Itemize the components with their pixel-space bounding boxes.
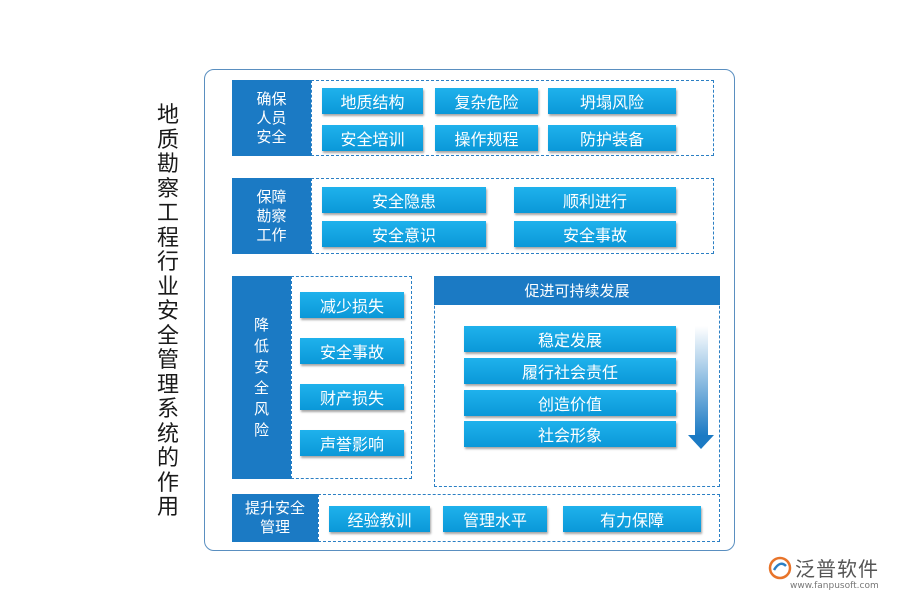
diagram-title: 地质勘察工程行业安全管理系统的作用	[156, 103, 179, 520]
logo-name: 泛普软件	[795, 557, 879, 581]
item-protective-equipment: 防护装备	[548, 125, 676, 151]
item-reputation-impact: 声誉影响	[300, 430, 404, 456]
down-arrow-shaft	[695, 326, 708, 436]
item-management-level: 管理水平	[443, 506, 547, 532]
item-geological-structure: 地质结构	[322, 88, 423, 114]
section3-box	[291, 276, 412, 479]
item-smooth-progress: 顺利进行	[514, 187, 676, 213]
section1-box	[311, 80, 714, 156]
section3-label: 降低安全风险	[232, 276, 291, 479]
logo-url: www.fanpusoft.com	[790, 581, 879, 591]
section1-label: 确保人员安全	[232, 80, 311, 156]
item-reduce-loss: 减少损失	[300, 292, 404, 318]
fanpu-logo-icon	[768, 556, 792, 580]
section2-label: 保障勘察工作	[232, 178, 311, 254]
item-strong-guarantee: 有力保障	[563, 506, 701, 532]
item-operating-procedures: 操作规程	[435, 125, 538, 151]
item-safety-training: 安全培训	[322, 125, 423, 151]
item-create-value: 创造价值	[464, 390, 676, 416]
item-safety-accident-2: 安全事故	[300, 338, 404, 364]
item-complex-danger: 复杂危险	[435, 88, 538, 114]
section2-box	[311, 178, 714, 254]
item-social-image: 社会形象	[464, 421, 676, 447]
section5-label: 提升安全管理	[232, 494, 318, 542]
down-arrow-icon	[688, 435, 714, 449]
brand-logo: 泛普软件 www.fanpusoft.com	[768, 553, 894, 595]
item-lessons-learned: 经验教训	[329, 506, 430, 532]
item-safety-awareness: 安全意识	[322, 221, 486, 247]
item-stable-development: 稳定发展	[464, 326, 676, 352]
item-safety-accident: 安全事故	[514, 221, 676, 247]
item-safety-hazard: 安全隐患	[322, 187, 486, 213]
item-property-loss: 财产损失	[300, 384, 404, 410]
item-collapse-risk: 坍塌风险	[548, 88, 676, 114]
outer-frame	[204, 69, 735, 551]
item-social-responsibility: 履行社会责任	[464, 358, 676, 384]
section4-header: 促进可持续发展	[434, 276, 720, 305]
section5-box	[318, 494, 720, 542]
